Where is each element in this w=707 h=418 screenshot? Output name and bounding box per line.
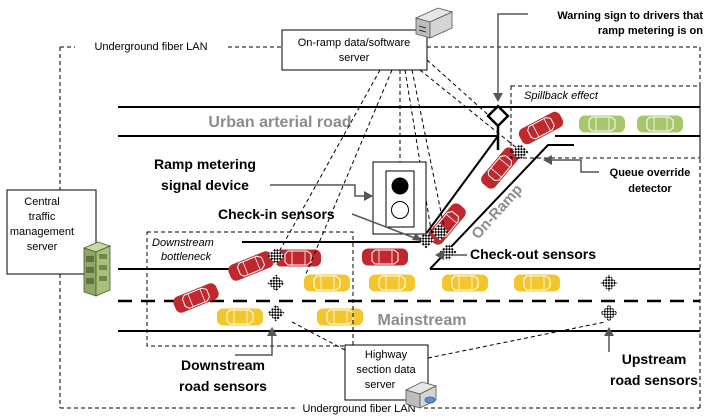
- queue-override-label: Queue override: [610, 167, 691, 179]
- loop-sensor: [267, 247, 285, 265]
- central-server-box: Central traffic management server: [6, 189, 97, 275]
- upstream-sensors-label: Upstream: [622, 351, 687, 367]
- warning-label: Warning sign to drivers that: [557, 10, 703, 22]
- ramp-signal-device: [372, 161, 427, 235]
- red-car: [516, 109, 566, 147]
- yellow-car: [441, 274, 489, 292]
- lan-top-label: Underground fiber LAN: [94, 41, 207, 53]
- yellow-car: [513, 274, 561, 292]
- onramp-server-box: On-ramp data/software server: [281, 29, 428, 71]
- downstream-sensors-label-2: road sensors: [179, 378, 267, 394]
- upstream-sensors-label-2: road sensors: [610, 372, 698, 388]
- ramp-signal-label: Ramp metering: [154, 156, 256, 172]
- highway-server-box: Highway section data server: [344, 344, 429, 401]
- onramp-label: On-Ramp: [468, 181, 526, 243]
- downstream-sensors-arrow: [235, 327, 277, 356]
- central-server-label: Central: [24, 196, 59, 208]
- checkin-label: Check-in sensors: [218, 206, 335, 222]
- spillback-label: Spillback effect: [524, 90, 599, 102]
- central-server-label-3: management: [10, 226, 74, 238]
- queue-override-arrow: [543, 155, 599, 173]
- spillback-box: [510, 85, 701, 159]
- mainstream-label: Mainstream: [378, 312, 467, 329]
- warning-arrow: [493, 13, 528, 102]
- yellow-car: [303, 274, 351, 292]
- loop-sensor: [417, 231, 435, 249]
- checkout-label: Check-out sensors: [470, 246, 596, 262]
- warning-label-2: ramp metering is on: [598, 25, 703, 37]
- lan-bottom-label: Underground fiber LAN: [302, 403, 415, 415]
- red-car: [361, 248, 409, 266]
- checkout-arrow: [435, 250, 467, 260]
- onramp-server-label-2: server: [339, 52, 370, 64]
- loop-sensor: [267, 274, 285, 292]
- downstream-bottleneck-box: [146, 231, 354, 347]
- highway-server-links: [291, 321, 606, 359]
- downstream-bottleneck-label: Downstream: [152, 237, 214, 249]
- central-server-label-2: traffic: [29, 211, 56, 223]
- urban-road-label: Urban arterial road: [208, 114, 351, 131]
- red-car: [170, 281, 222, 315]
- yellow-car: [216, 308, 264, 326]
- loop-sensor: [600, 274, 618, 292]
- mainstream-highway: [118, 268, 700, 332]
- ramp-signal-label-2: signal device: [161, 177, 249, 193]
- rack-server-icon: [82, 241, 112, 297]
- central-server-label-4: server: [27, 241, 58, 253]
- server-icon: [414, 7, 454, 39]
- queue-override-label-2: detector: [628, 183, 672, 195]
- onramp-server-links: [279, 59, 519, 277]
- highway-server-label-2: section data: [356, 364, 416, 376]
- red-car: [225, 249, 277, 283]
- loop-sensor: [600, 304, 618, 322]
- yellow-car: [316, 308, 364, 326]
- green-car: [578, 115, 626, 133]
- onramp-server-label: On-ramp data/software: [298, 37, 411, 49]
- yellow-car: [368, 274, 416, 292]
- downstream-sensors-label: Downstream: [181, 357, 265, 373]
- upstream-sensors-arrow: [604, 327, 614, 352]
- sensors-layer: [267, 143, 618, 322]
- highway-server-label-3: server: [365, 379, 396, 391]
- loop-sensor: [511, 143, 529, 161]
- data-server-icon: [404, 381, 438, 409]
- checkin-arrow: [351, 213, 422, 241]
- urban-arterial-road: [118, 106, 700, 137]
- highway-server-label: Highway: [365, 349, 408, 361]
- ramp-signal-arrow: [270, 184, 373, 201]
- green-car: [636, 115, 684, 133]
- loop-sensor: [267, 304, 285, 322]
- downstream-bottleneck-label-2: bottleneck: [161, 251, 212, 263]
- warning-sign: [486, 104, 510, 150]
